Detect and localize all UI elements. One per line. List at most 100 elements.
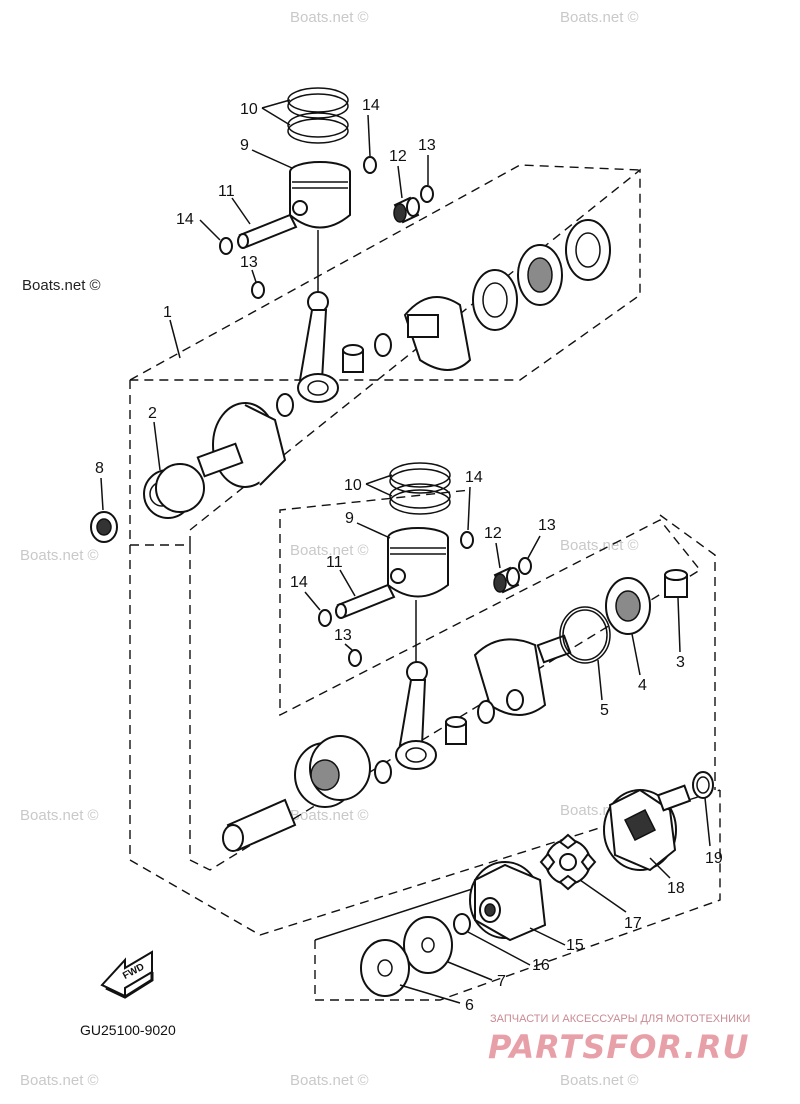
- lower-crank-web: [473, 634, 572, 716]
- lower-clip-right: [460, 531, 474, 549]
- pump-body: [469, 861, 547, 942]
- impeller: [539, 833, 597, 891]
- pump-o-ring: [453, 913, 471, 935]
- callout-14-lower-left: 14: [290, 574, 308, 591]
- crank-pin: [222, 798, 297, 852]
- upper-bearing-c: [565, 219, 611, 281]
- upper-crank-web-rear: [403, 296, 472, 371]
- callout-14-upper-left: 14: [176, 211, 194, 228]
- brand-watermark: ЗАПЧАСТИ И АКСЕССУАРЫ ДЛЯ МОТОТЕХНИКИ PA…: [488, 1013, 750, 1066]
- upper-crank-web-front: [196, 402, 287, 488]
- upper-bushing: [342, 344, 364, 373]
- seal-ring-19: [692, 771, 714, 799]
- watermark: Boats.net ©: [20, 807, 99, 824]
- lower-group-outline-right: [659, 514, 716, 790]
- pump-gasket: [360, 939, 410, 997]
- lower-bushing: [445, 716, 467, 745]
- upper-group-outline-rear: [129, 164, 641, 381]
- watermark: Boats.net ©: [290, 807, 369, 824]
- watermark: Boats.net ©: [290, 1072, 369, 1089]
- upper-group-outline: [129, 168, 641, 546]
- callout-11-lower: 11: [326, 554, 343, 571]
- upper-piston: [289, 161, 351, 229]
- diagram-code: GU25100-9020: [80, 1022, 176, 1038]
- callout-11-upper: 11: [218, 183, 235, 200]
- upper-washer-right: [420, 185, 434, 203]
- upper-piston-pin: [237, 213, 298, 249]
- lower-clip-left: [318, 609, 332, 627]
- upper-shim-ring: [276, 393, 294, 417]
- lower-shim-ring: [374, 760, 392, 784]
- callout-18: 18: [667, 880, 685, 897]
- callout-13-lower-right: 13: [538, 517, 556, 534]
- upper-clip-left: [219, 237, 233, 255]
- callout-13-lower-left: 13: [334, 627, 352, 644]
- wear-plate: [403, 916, 453, 974]
- upper-connecting-rod: [297, 291, 339, 403]
- upper-thrust-washer: [374, 333, 392, 357]
- callout-9-lower: 9: [345, 510, 354, 527]
- callout-8: 8: [95, 460, 104, 477]
- callout-19: 19: [705, 850, 723, 867]
- upper-needle-bearing: [393, 196, 420, 224]
- callout-3: 3: [676, 654, 685, 671]
- lower-main-bearing: [294, 735, 371, 808]
- watermark: Boats.net ©: [560, 537, 639, 554]
- callout-16: 16: [532, 957, 550, 974]
- upper-piston-rings: [287, 87, 349, 144]
- circlip: [559, 606, 611, 664]
- upper-washer-left: [251, 281, 265, 299]
- right-bushing: [664, 569, 688, 598]
- lower-washer-right: [518, 557, 532, 575]
- upper-bearing-b: [517, 244, 563, 306]
- callout-13-upper-left: 13: [240, 254, 258, 271]
- watermark: Boats.net ©: [290, 9, 369, 26]
- callout-14-upper-right: 14: [362, 97, 380, 114]
- lower-piston-rings: [389, 462, 451, 515]
- lower-group-outline: [189, 489, 702, 871]
- main-outline-bottom: [129, 545, 721, 936]
- watermark: Boats.net ©: [560, 1072, 639, 1089]
- lower-thrust-washer: [477, 700, 495, 724]
- lower-connecting-rod: [395, 661, 437, 770]
- callout-6: 6: [465, 997, 474, 1014]
- callout-14-lower-right: 14: [465, 469, 483, 486]
- upper-bearing-a: [472, 269, 518, 331]
- fwd-arrow-icon: FWD: [100, 950, 154, 999]
- lower-washer-left: [348, 649, 362, 667]
- upper-callouts: 10 14 9 12 13 11 14 13 1 2 8: [95, 97, 436, 511]
- callout-15: 15: [566, 937, 584, 954]
- bottom-callouts: 19 18 17 15 16 7 6: [399, 797, 723, 1014]
- upper-clip-right: [363, 156, 377, 174]
- impeller-housing: [603, 784, 692, 872]
- callout-12-lower: 12: [484, 525, 502, 542]
- watermark-upper-left: Boats.net ©: [22, 277, 101, 294]
- lower-piston: [387, 527, 449, 598]
- right-bearing: [605, 577, 651, 635]
- watermark: Boats.net ©: [290, 542, 369, 559]
- lower-needle-bearing: [493, 566, 520, 594]
- oil-seal: [90, 511, 118, 543]
- watermark: Boats.net ©: [20, 1072, 99, 1089]
- callout-1: 1: [163, 304, 172, 321]
- callout-9-upper: 9: [240, 137, 249, 154]
- callout-12-upper: 12: [389, 148, 407, 165]
- brand-logo: PARTSFOR.RU: [488, 1028, 749, 1066]
- callout-5: 5: [600, 702, 609, 719]
- callout-2: 2: [148, 405, 157, 422]
- lower-callouts: 10 14 9 12 13 11 14 13 3 4 5: [290, 469, 685, 719]
- watermark: Boats.net ©: [560, 9, 639, 26]
- callout-13-upper-right: 13: [418, 137, 436, 154]
- callout-17: 17: [624, 915, 642, 932]
- brand-tagline: ЗАПЧАСТИ И АКСЕССУАРЫ ДЛЯ МОТОТЕХНИКИ: [490, 1013, 750, 1025]
- callout-10-lower: 10: [344, 477, 362, 494]
- bottom-group-edge: [314, 879, 501, 941]
- callout-7: 7: [497, 973, 506, 990]
- callout-10-upper: 10: [240, 101, 258, 118]
- callout-4: 4: [638, 677, 647, 694]
- lower-piston-pin: [335, 583, 396, 619]
- bottom-group-outline: [314, 790, 721, 1001]
- watermark: Boats.net ©: [20, 547, 99, 564]
- main-bearing: [143, 463, 205, 519]
